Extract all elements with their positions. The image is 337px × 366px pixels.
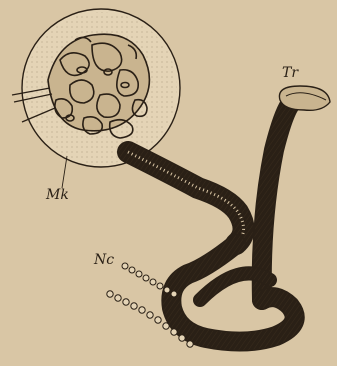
label-mk: Mk xyxy=(46,188,69,202)
label-nc: Nc xyxy=(94,253,114,267)
label-tr: Tr xyxy=(282,66,298,80)
